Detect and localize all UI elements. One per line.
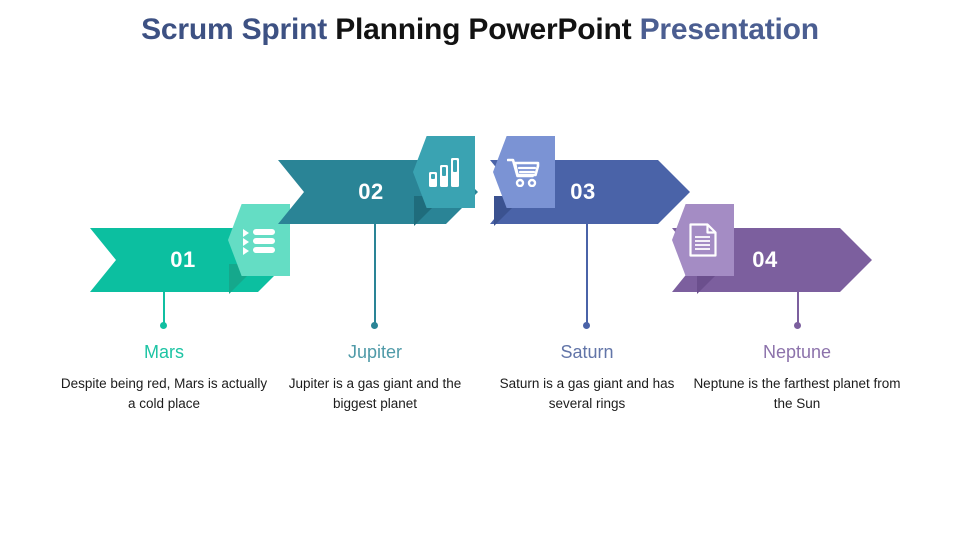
badge-4[interactable] [672, 204, 734, 276]
chevron-number-1: 01 [170, 247, 196, 272]
connector-dot-3 [583, 322, 590, 329]
caption-title-2: Jupiter [347, 342, 403, 362]
bar-chart-icon [428, 156, 460, 188]
connector-line-4 [797, 292, 799, 325]
badge-2[interactable] [413, 136, 475, 208]
caption-body-3: Saturn is a gas giant and has several ri… [499, 376, 675, 411]
connector-line-3 [586, 224, 588, 325]
caption-body-1: Despite being red, Mars is actually a co… [60, 376, 268, 411]
connector-dot-1 [160, 322, 167, 329]
chevron-number-3: 03 [570, 179, 596, 204]
caption-title-3: Saturn [560, 342, 614, 362]
caption-title-1: Mars [144, 342, 184, 362]
badge-1[interactable] [228, 204, 290, 276]
connector-dot-2 [371, 322, 378, 329]
caption-1: Mars Despite being red, Mars is actually… [59, 341, 269, 414]
chevron-number-2: 02 [358, 179, 384, 204]
chevron-number-4: 04 [752, 247, 778, 272]
caption-title-4: Neptune [762, 342, 832, 362]
document-icon [689, 223, 717, 257]
page-title-part-2: Planning PowerPoint [327, 13, 632, 46]
caption-4: Neptune Neptune is the farthest planet f… [692, 341, 902, 414]
caption-3: Saturn Saturn is a gas giant and has sev… [482, 341, 692, 414]
bulleted-list-icon [242, 225, 276, 255]
page-title: Scrum Sprint Planning PowerPoint Present… [0, 13, 960, 47]
page-title-part-3: Presentation [631, 13, 820, 46]
caption-2: Jupiter Jupiter is a gas giant and the b… [270, 341, 480, 414]
caption-body-4: Neptune is the farthest planet from the … [693, 376, 901, 411]
caption-body-2: Jupiter is a gas giant and the biggest p… [288, 376, 462, 411]
badge-3[interactable] [493, 136, 555, 208]
shopping-cart-icon [507, 157, 541, 187]
connector-dot-4 [794, 322, 801, 329]
page-title-part-1: Scrum Sprint [141, 13, 328, 46]
connector-line-2 [374, 224, 376, 325]
connector-line-1 [163, 292, 165, 325]
